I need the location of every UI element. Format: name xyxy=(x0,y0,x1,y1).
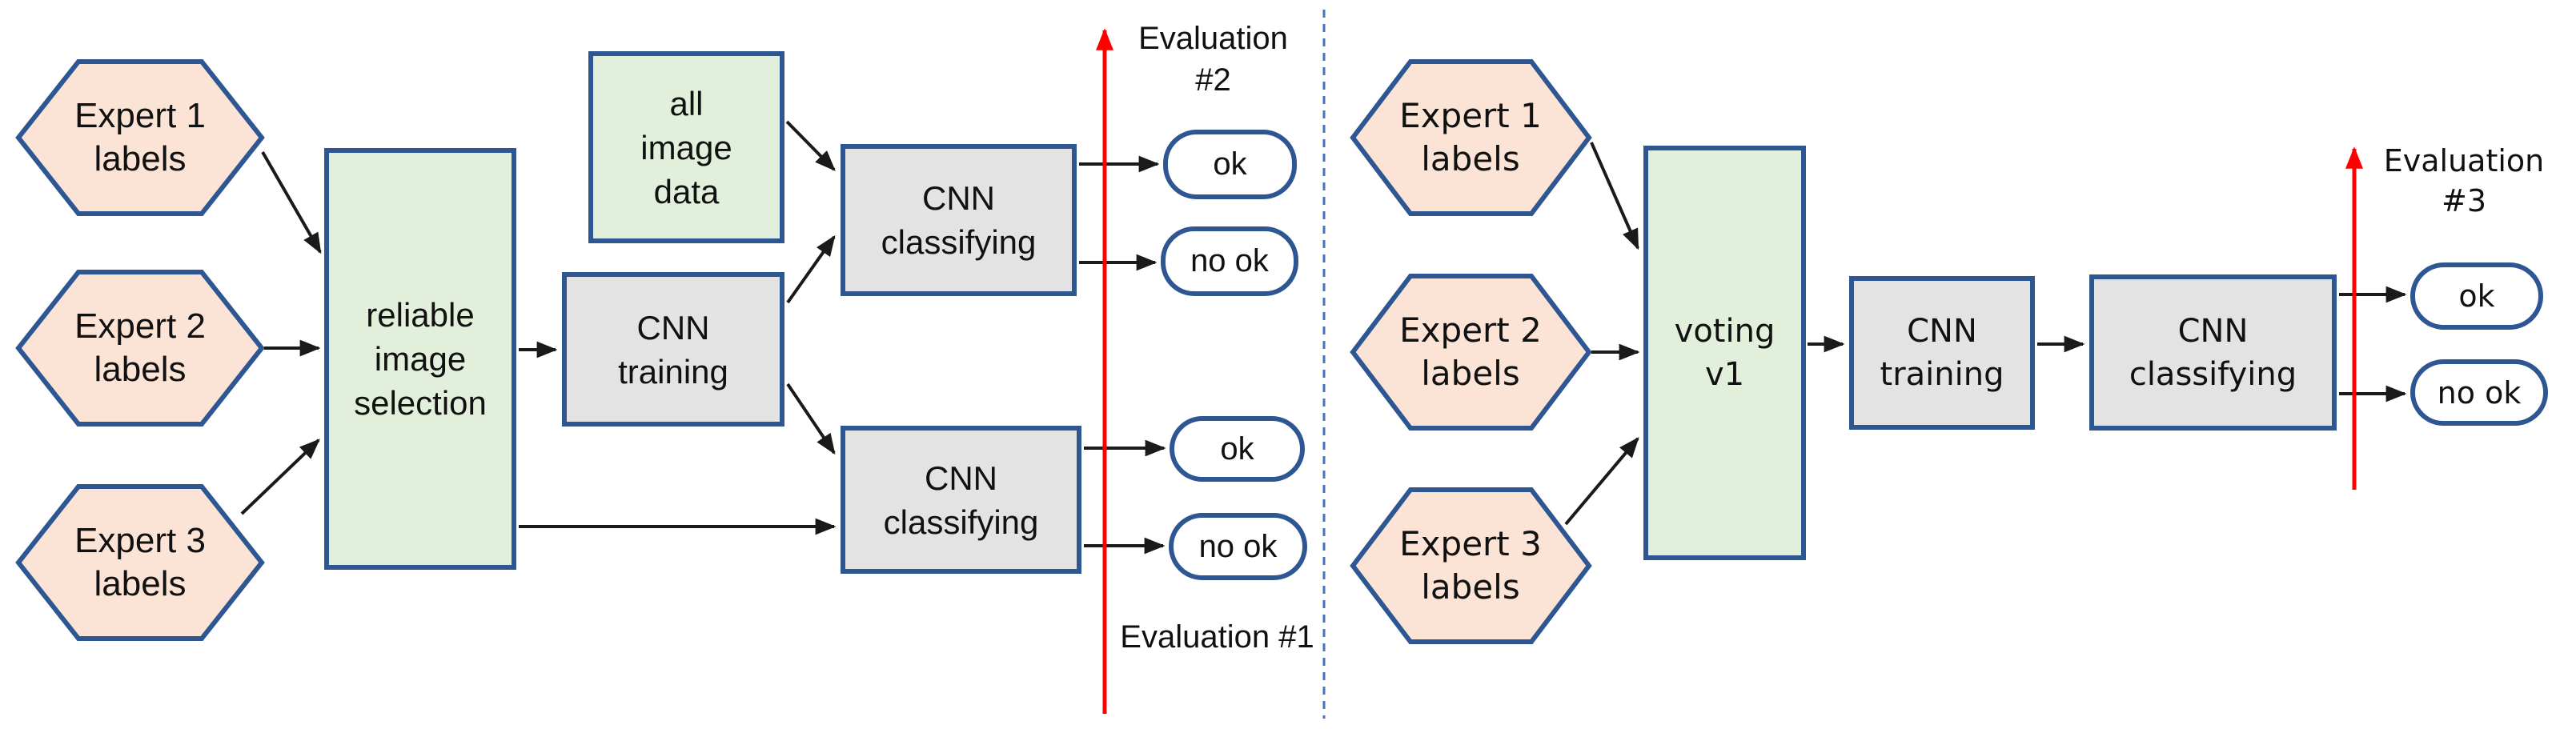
arrow-expert3-to-voting xyxy=(1564,437,1639,526)
outcome-pill-ok-right: ok xyxy=(2410,262,2543,330)
cnn-training-box-left xyxy=(562,272,784,427)
evaluation-2-label: Evaluation #2 xyxy=(1138,21,1288,98)
outcome-label: ok xyxy=(2458,278,2495,314)
outcome-pill-ok-bottom-left: ok xyxy=(1170,416,1305,482)
arrow-training-to-classifier-top xyxy=(786,234,836,304)
arrow-training-to-classifier-bottom xyxy=(786,383,836,455)
outcome-label: no ok xyxy=(1198,528,1278,564)
outcome-label: ok xyxy=(1213,146,1247,182)
all-image-data-box xyxy=(588,51,784,243)
hexagon-expert3-left xyxy=(15,484,265,641)
outcome-label: no ok xyxy=(1190,243,1269,278)
cnn-training-box-right xyxy=(1849,276,2035,430)
outcome-pill-ok-top-left: ok xyxy=(1163,130,1297,199)
cnn-classifying-box-bottom xyxy=(841,426,1081,574)
hexagon-expert2-left xyxy=(15,270,265,427)
arrow-alldata-to-classifier-top xyxy=(785,120,836,171)
hexagon-expert1-left xyxy=(15,59,265,216)
hexagon-expert3-right xyxy=(1350,487,1592,644)
arrow-expert1-to-voting xyxy=(1590,142,1639,250)
outcome-label: ok xyxy=(1220,431,1254,467)
hexagon-expert1-right xyxy=(1350,59,1592,216)
arrow-expert1-to-selection xyxy=(261,151,322,254)
arrow-expert3-to-selection xyxy=(240,439,320,515)
cnn-classifying-box-top xyxy=(841,144,1077,296)
reliable-image-selection-box xyxy=(324,148,516,570)
evaluation-3-label: Evaluation #3 xyxy=(2383,143,2545,218)
outcome-label: no ok xyxy=(2437,375,2522,411)
outcome-pill-no-ok-top-left: no ok xyxy=(1161,226,1298,296)
outcome-pill-no-ok-bottom-left: no ok xyxy=(1169,513,1307,580)
cnn-classifying-box-right xyxy=(2089,274,2337,431)
outcome-pill-no-ok-right: no ok xyxy=(2410,359,2548,426)
voting-v1-box xyxy=(1643,146,1806,560)
evaluation-1-label: Evaluation #1 xyxy=(1120,619,1314,655)
hexagon-expert2-right xyxy=(1350,274,1592,431)
